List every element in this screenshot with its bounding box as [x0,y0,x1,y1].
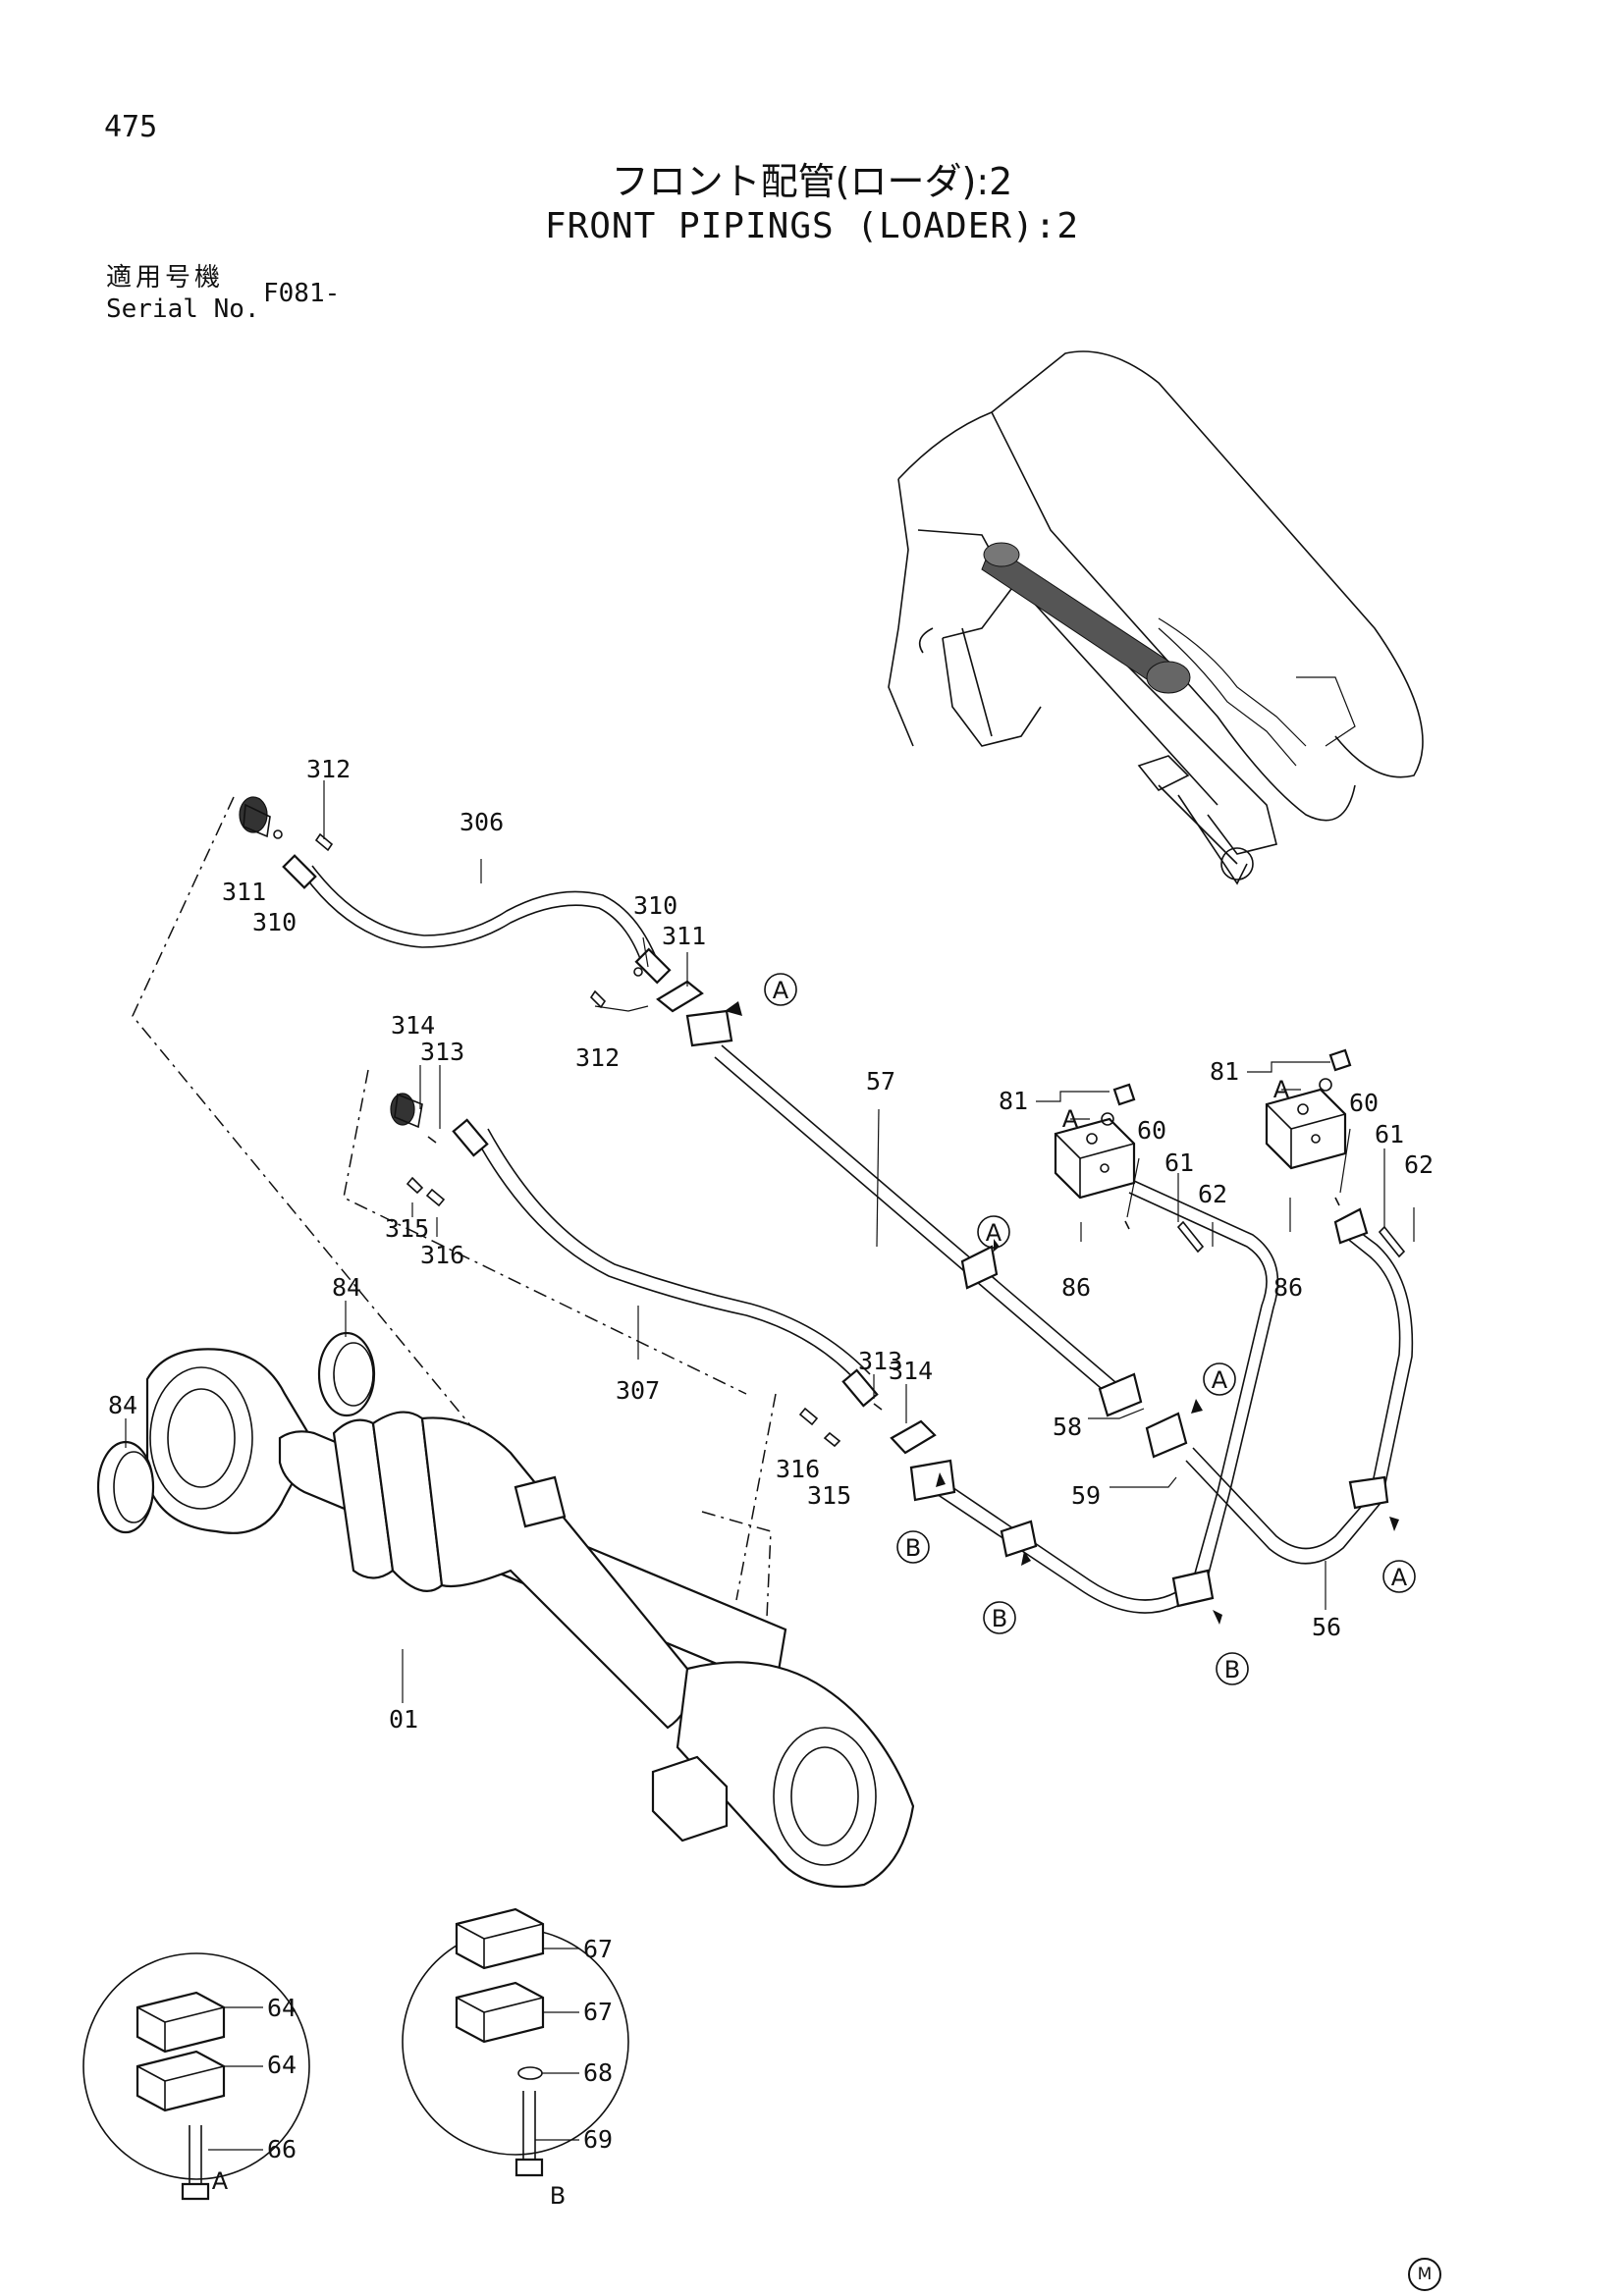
label-316-top: 316 [420,1241,464,1269]
seal-84-right [317,1331,376,1417]
cylinder-01 [145,1348,915,1889]
label-64-lower: 64 [267,2051,297,2079]
split-flange-314-top [390,1093,446,1207]
label-307: 307 [616,1376,660,1405]
label-58: 58 [1053,1413,1082,1441]
machine-location-inset [888,350,1424,885]
split-flange-311-top [239,796,334,852]
label-312-top: 312 [306,755,351,783]
label-311-mid: 311 [662,922,706,950]
hose-307 [452,1118,879,1408]
callout-a-4-text: A [1391,1564,1408,1591]
label-60-left: 60 [1137,1116,1166,1145]
label-81-right: 81 [1210,1057,1239,1086]
leader-a-text-right: A [1273,1076,1290,1103]
callout-b-1: B [896,1530,930,1564]
label-84-left: 84 [108,1391,137,1419]
detail-view-b [402,1907,629,2177]
label-56: 56 [1312,1613,1341,1641]
callout-a-1: A [764,973,797,1006]
serial-label-japanese: 適用号機 [106,263,225,293]
label-66: 66 [267,2135,297,2163]
label-314-top: 314 [391,1011,435,1040]
bolts-62-and-washers-61 [1124,1197,1406,1258]
leader-lines [125,780,1415,2151]
label-68: 68 [583,2058,613,2087]
label-61-right: 61 [1375,1120,1404,1148]
block-86-left [1054,1117,1136,1200]
pipe-56-right [1145,1207,1414,1565]
label-01: 01 [389,1705,418,1734]
callout-a-2-text: A [986,1219,1002,1247]
label-310-top: 310 [252,908,297,936]
label-62-left: 62 [1198,1180,1227,1208]
label-67-upper: 67 [583,1935,613,1963]
section-arrows [725,1001,1399,1625]
callout-a-4: A [1382,1560,1416,1593]
bolts-81 [1101,1048,1352,1126]
label-316-mid: 316 [776,1455,820,1483]
label-62-right: 62 [1404,1150,1434,1179]
callout-b-1-text: B [905,1534,921,1562]
detail-view-a [82,1952,310,2201]
label-57: 57 [866,1067,895,1095]
label-61-left: 61 [1164,1148,1194,1177]
label-86-right: 86 [1273,1273,1303,1302]
split-flange-311-mid [589,967,704,1013]
label-311-top: 311 [222,878,266,906]
label-310-mid: 310 [633,891,677,920]
label-313-mid: 313 [858,1347,902,1375]
pipe-56-lower [909,1180,1279,1614]
phantom-lines [132,796,777,1640]
callout-a-3: A [1203,1362,1236,1396]
seal-84-left [96,1440,155,1534]
label-86-left: 86 [1061,1273,1091,1302]
label-64-upper: 64 [267,1994,297,2022]
label-313-top: 313 [420,1038,464,1066]
serial-label-english: Serial No. [106,294,260,324]
callout-a-2: A [977,1215,1010,1249]
label-306: 306 [460,808,504,836]
block-86-right [1265,1088,1347,1170]
label-59: 59 [1071,1481,1101,1510]
callout-b-2: B [983,1601,1016,1634]
callout-a-3-text: A [1212,1366,1228,1394]
maker-mark-icon: M [1408,2258,1441,2291]
label-315-mid: 315 [807,1481,851,1510]
pipe-57 [685,1009,1143,1417]
split-flange-314-mid [798,1403,937,1455]
label-84-right: 84 [332,1273,361,1302]
callout-a-1-text: A [773,977,789,1004]
label-315-top: 315 [385,1214,429,1243]
callout-b-3-text: B [1224,1656,1240,1683]
callout-b-3: B [1216,1652,1249,1685]
detail-view-b-caption: B [550,2182,566,2210]
page-number: 475 [104,110,158,144]
page-title-english: FRONT PIPINGS (LOADER):2 [544,206,1080,246]
leader-a-text-left: A [1062,1105,1079,1133]
serial-number-value: F081- [263,279,341,308]
hose-306 [282,854,672,985]
label-314-mid: 314 [889,1357,933,1385]
label-67-lower: 67 [583,1998,613,2026]
callout-b-2-text: B [992,1605,1007,1632]
label-60-right: 60 [1349,1089,1379,1117]
detail-view-a-caption: A [212,2167,229,2195]
label-69: 69 [583,2125,613,2154]
label-81-left: 81 [999,1087,1028,1115]
page-title-japanese: フロント配管(ローダ):2 [611,160,1013,203]
label-312-mid: 312 [575,1043,620,1072]
